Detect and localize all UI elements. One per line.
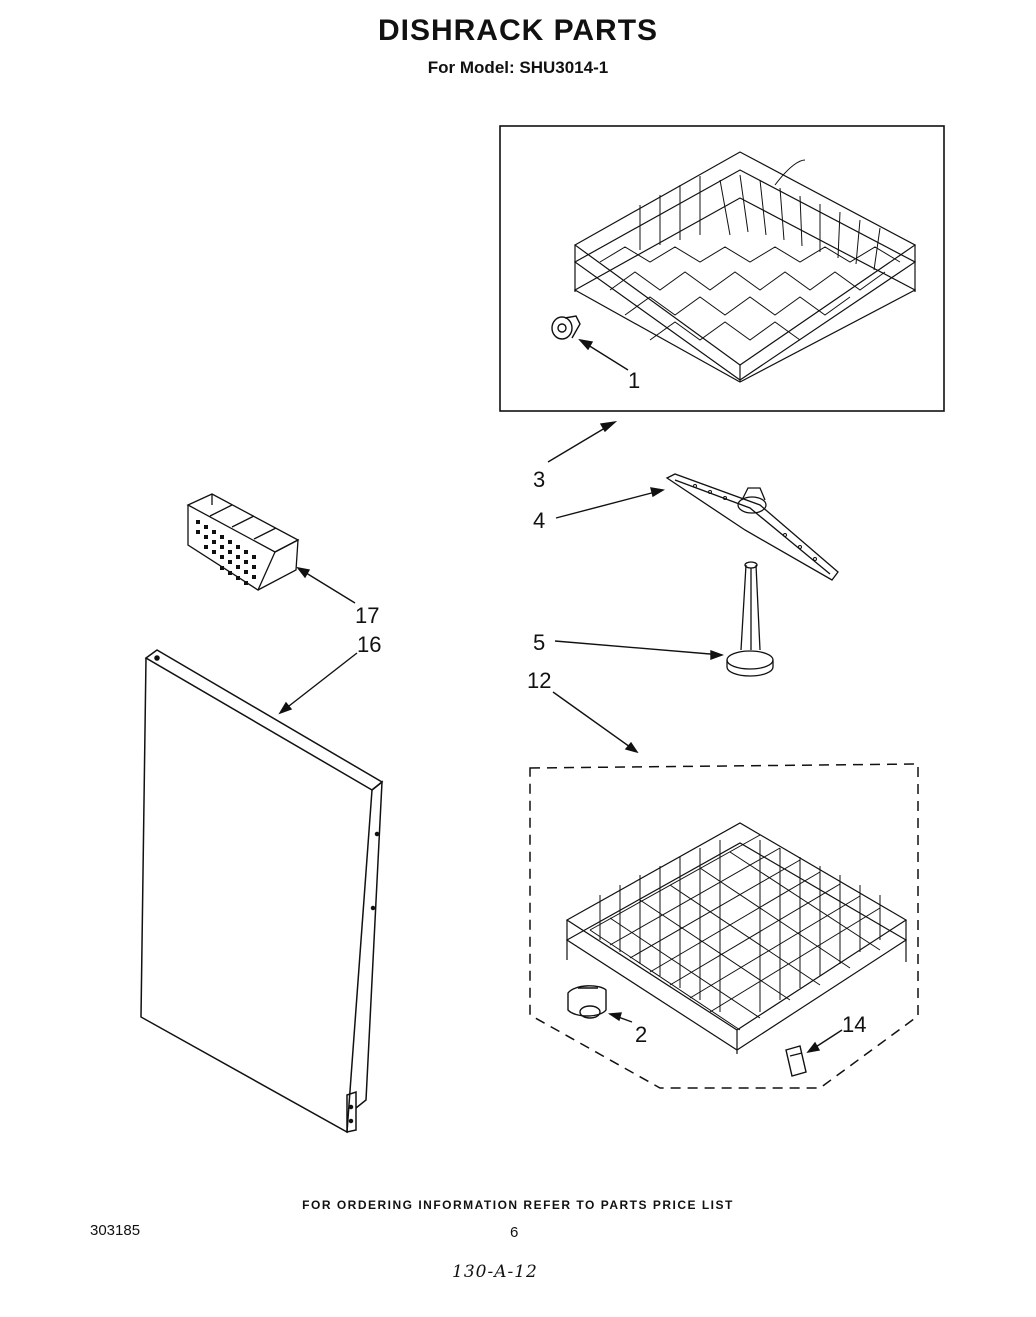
arrowhead-4 xyxy=(650,487,665,498)
callout-3: 3 xyxy=(533,467,546,492)
lower-dishrack xyxy=(565,822,908,1054)
arrowhead-14 xyxy=(806,1041,821,1054)
callout-17: 17 xyxy=(355,603,380,628)
page-title: DISHRACK PARTS xyxy=(377,14,659,47)
document-number: 303185 xyxy=(90,1222,141,1239)
callout-5: 5 xyxy=(533,630,546,655)
rack-stop-part-14 xyxy=(785,1045,807,1077)
arrowhead-12 xyxy=(624,741,639,754)
callout-1: 1 xyxy=(628,368,641,393)
callout-4: 4 xyxy=(533,508,546,533)
callout-16: 16 xyxy=(357,632,382,657)
leader-12 xyxy=(552,691,638,753)
upper-rack-frame xyxy=(499,125,945,412)
rack-roller-part-2 xyxy=(567,985,607,1019)
leader-16 xyxy=(279,652,358,714)
spray-arm-part-4 xyxy=(665,473,839,581)
ordering-note: FOR ORDERING INFORMATION REFER TO PARTS … xyxy=(302,1198,734,1212)
model-subtitle: For Model: SHU3014-1 xyxy=(427,58,609,77)
arrowhead-3 xyxy=(599,420,618,433)
page-number: 6 xyxy=(510,1224,519,1241)
lower-rack-group xyxy=(529,763,919,1089)
spray-tube-part-5 xyxy=(726,561,774,677)
upper-rack-group xyxy=(499,125,945,412)
arrowhead-17 xyxy=(296,566,311,579)
arrowhead-2 xyxy=(607,1012,622,1022)
handwritten-reference: 130-A-12 xyxy=(452,1262,538,1282)
upper-dishrack xyxy=(573,151,917,383)
leader-5 xyxy=(554,640,723,656)
callout-14: 14 xyxy=(842,1012,867,1037)
arrowhead-1 xyxy=(578,338,594,351)
callout-12: 12 xyxy=(527,668,552,693)
silverware-basket-part-17 xyxy=(186,493,300,591)
arrowhead-16 xyxy=(278,701,293,715)
door-panel-part-16 xyxy=(140,649,384,1134)
leader-4 xyxy=(555,489,664,519)
rack-roller-part-1 xyxy=(551,315,581,340)
arrowhead-5 xyxy=(710,650,725,660)
callout-2: 2 xyxy=(635,1022,648,1047)
